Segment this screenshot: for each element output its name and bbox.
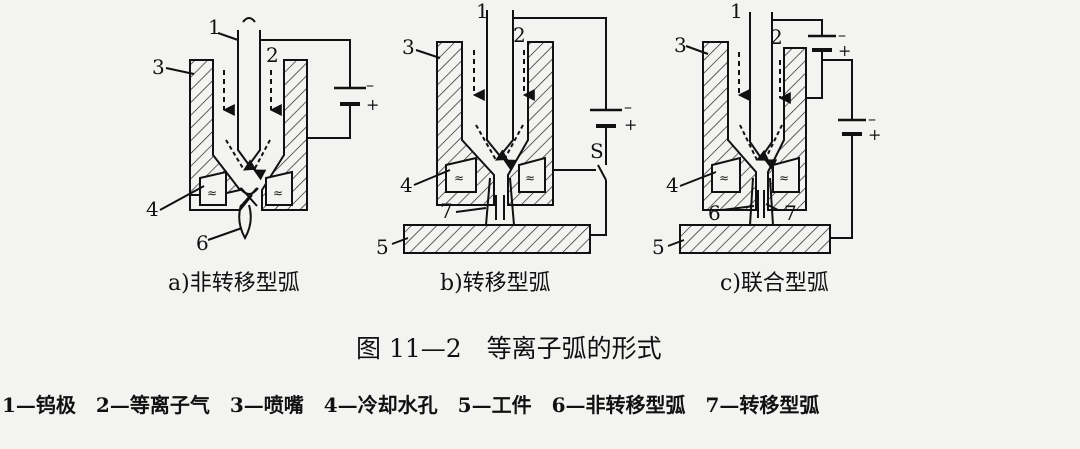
svg-text:≈: ≈ [779,171,789,185]
figure-legend: 1—钨极 2—等离子气 3—喷嘴 4—冷却水孔 5—工件 6—非转移型弧 7—转… [2,393,819,417]
cooling-hole-b-left [445,156,477,193]
label-4-c: 4 [666,173,679,197]
label-2-b: 2 [513,23,526,47]
caption-panel-a: a)非转移型弧 [168,271,300,296]
tungsten-electrode-a [237,30,261,167]
svg-text:≈: ≈ [719,171,729,185]
combined-arc-c [749,177,774,226]
label-7-c: 7 [784,201,797,225]
panel-a-diagram: ≈ ≈ [159,17,366,241]
caption-panel-b: b)转移型弧 [440,271,551,296]
workpiece-b [403,224,591,254]
label-6-c: 6 [708,201,721,225]
label-1-a: 1 [208,15,221,39]
nozzle-right-wall-a [261,59,308,211]
polarity-plus-a: + [366,95,379,114]
cooling-hole-b-right [518,156,546,193]
workpiece-c [679,224,831,254]
polarity-plus-c2: + [868,125,881,144]
caption-panel-c: c)联合型弧 [720,271,829,296]
switch-label-s: S [590,139,604,163]
polarity-minus-a: – [366,75,374,94]
cooling-hole-a-left [199,170,227,206]
polarity-minus-b: – [624,97,632,116]
figure-title: 图 11—2 等离子弧的形式 [356,334,662,363]
cooling-hole-a-right [265,170,293,206]
svg-text:≈: ≈ [207,186,217,200]
transferred-arc-b [485,177,515,226]
label-3-c: 3 [674,33,687,57]
polarity-plus-c1: + [838,41,851,60]
polarity-minus-c2: – [868,109,876,128]
cooling-hole-c-right [772,156,800,193]
label-4-a: 4 [146,197,159,221]
polarity-plus-b: + [624,115,637,134]
label-2-a: 2 [266,43,279,67]
label-4-b: 4 [400,173,413,197]
label-2-c: 2 [770,25,783,49]
label-5-b: 5 [376,235,389,259]
label-6-a: 6 [196,231,209,255]
label-7-b: 7 [440,199,453,223]
tungsten-electrode-c [749,12,773,160]
panel-b-diagram: ≈ ≈ [391,10,622,254]
tungsten-electrode-b [486,10,514,158]
svg-text:≈: ≈ [525,171,535,185]
part-number-labels: 1 2 3 4 6 – + 1 2 3 4 7 5 S – + 1 2 3 4 … [146,0,881,259]
cooling-hole-c-left [711,156,741,193]
label-5-c: 5 [652,235,665,259]
label-1-c: 1 [730,0,743,23]
label-3-a: 3 [152,55,165,79]
label-1-b: 1 [476,0,489,23]
label-3-b: 3 [402,35,415,59]
svg-text:≈: ≈ [454,171,464,185]
svg-text:≈: ≈ [273,186,283,200]
polarity-minus-c1: – [838,25,846,44]
panel-c-diagram: ≈ ≈ [667,12,866,254]
